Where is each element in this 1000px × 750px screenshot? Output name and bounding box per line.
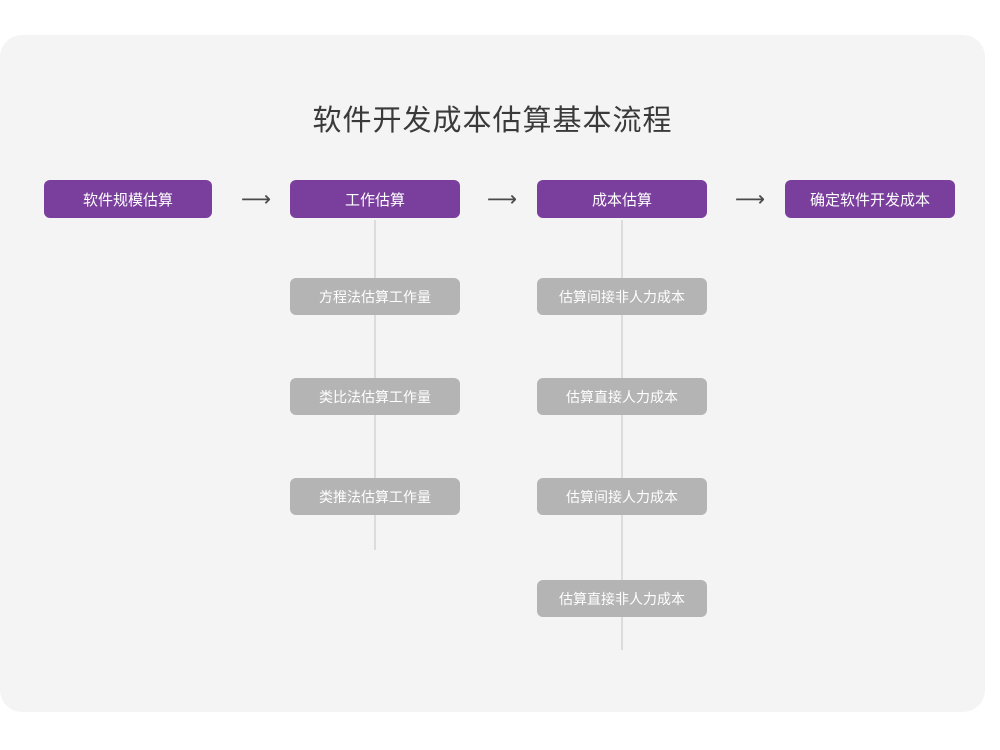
page-title: 软件开发成本估算基本流程 [312, 105, 673, 137]
connector-line-cost-estimation [621, 220, 623, 650]
node-label: 估算间接非人力成本 [559, 288, 685, 305]
node-label: 类推法估算工作量 [319, 488, 431, 505]
node-cost-estimation[interactable]: 成本估算 [537, 180, 707, 218]
node-software-scale-estimation[interactable]: 软件规模估算 [44, 180, 212, 218]
arrow-right-icon-2: ⟶ [468, 187, 536, 211]
node-label: 方程法估算工作量 [319, 288, 431, 305]
node-direct-labor-cost[interactable]: 估算直接人力成本 [537, 378, 707, 415]
node-label: 成本估算 [591, 191, 652, 209]
node-label: 估算直接非人力成本 [559, 590, 685, 607]
node-work-estimation[interactable]: 工作估算 [290, 180, 460, 218]
arrow-glyph: ⟶ [240, 186, 272, 211]
node-determine-software-development-cost[interactable]: 确定软件开发成本 [785, 180, 955, 218]
node-label: 软件规模估算 [82, 191, 173, 209]
node-direct-nonlabor-cost[interactable]: 估算直接非人力成本 [537, 580, 707, 617]
node-inference-method-workload[interactable]: 类推法估算工作量 [290, 478, 460, 515]
node-label: 工作估算 [344, 191, 405, 209]
arrow-right-icon-1: ⟶ [222, 187, 290, 211]
diagram-card: 软件开发成本估算基本流程 软件规模估算 ⟶ 工作估算 ⟶ 成本估算 ⟶ 确定软件… [0, 35, 985, 712]
node-indirect-nonlabor-cost[interactable]: 估算间接非人力成本 [537, 278, 707, 315]
arrow-glyph: ⟶ [734, 186, 766, 211]
arrow-right-icon-3: ⟶ [716, 187, 784, 211]
node-analogy-method-workload[interactable]: 类比法估算工作量 [290, 378, 460, 415]
node-label: 类比法估算工作量 [319, 388, 431, 405]
node-label: 确定软件开发成本 [809, 191, 930, 209]
node-label: 估算间接人力成本 [566, 488, 678, 505]
node-label: 估算直接人力成本 [566, 388, 678, 405]
arrow-glyph: ⟶ [486, 186, 518, 211]
node-equation-method-workload[interactable]: 方程法估算工作量 [290, 278, 460, 315]
node-indirect-labor-cost[interactable]: 估算间接人力成本 [537, 478, 707, 515]
